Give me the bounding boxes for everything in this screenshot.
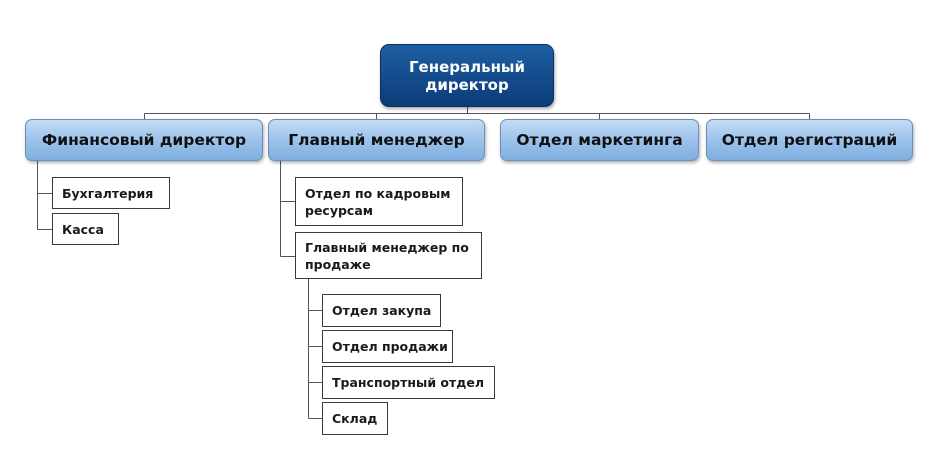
node-finance-director: Финансовый директор bbox=[25, 119, 263, 161]
node-warehouse-label: Склад bbox=[332, 411, 378, 426]
node-sales-manager: Главный менеджер по продаже bbox=[295, 232, 482, 279]
node-sales-manager-label: Главный менеджер по продаже bbox=[305, 239, 469, 272]
node-general-manager: Главный менеджер bbox=[268, 119, 485, 161]
node-hr-department-label: Отдел по кадровым ресурсам bbox=[305, 185, 451, 218]
node-warehouse: Склад bbox=[322, 402, 388, 435]
node-transport-department-label: Транспортный отдел bbox=[332, 375, 484, 390]
node-transport-department: Транспортный отдел bbox=[322, 366, 495, 399]
node-sales-department: Отдел продажи bbox=[322, 330, 453, 363]
node-marketing-department: Отдел маркетинга bbox=[500, 119, 699, 161]
node-registration-department-label: Отдел регистраций bbox=[721, 131, 898, 149]
node-purchase-department-label: Отдел закупа bbox=[332, 303, 432, 318]
node-registration-department: Отдел регистраций bbox=[706, 119, 913, 161]
node-purchase-department: Отдел закупа bbox=[322, 294, 441, 327]
node-finance-director-label: Финансовый директор bbox=[41, 131, 247, 149]
node-accounting: Бухгалтерия bbox=[52, 177, 170, 209]
node-cashier: Касса bbox=[52, 213, 119, 245]
node-hr-department: Отдел по кадровым ресурсам bbox=[295, 177, 463, 226]
node-general-manager-label: Главный менеджер bbox=[288, 131, 465, 149]
node-general-director: Генеральный директор bbox=[380, 44, 554, 107]
node-accounting-label: Бухгалтерия bbox=[62, 185, 154, 201]
node-general-director-label: Генеральный директор bbox=[408, 57, 526, 94]
node-marketing-department-label: Отдел маркетинга bbox=[516, 131, 683, 149]
node-sales-department-label: Отдел продажи bbox=[332, 339, 448, 354]
node-cashier-label: Касса bbox=[62, 221, 104, 237]
